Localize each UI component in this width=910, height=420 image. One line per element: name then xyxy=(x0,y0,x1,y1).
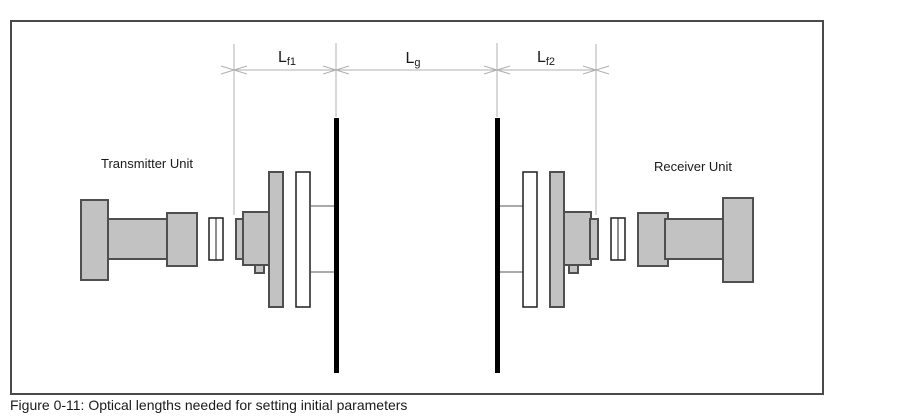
dimension-arrow-marks xyxy=(220,65,610,75)
transmitter-mount-block xyxy=(242,211,270,266)
receiver-gray-plate xyxy=(549,171,565,308)
transmitter-end-cap xyxy=(80,199,109,281)
dim-label-lf1: Lf1 xyxy=(278,49,296,68)
transmitter-gray-plate xyxy=(268,171,284,308)
transmitter-mount-nub xyxy=(254,264,265,274)
transmitter-unit-label: Transmitter Unit xyxy=(101,156,193,171)
dim-label-lg: Lg xyxy=(405,50,420,69)
transmitter-front-block xyxy=(166,212,198,267)
receiver-mount-step xyxy=(589,218,599,260)
receiver-mount-nub xyxy=(568,264,579,274)
arrow-mark xyxy=(220,65,248,75)
figure-caption: Figure 0-11: Optical lengths needed for … xyxy=(10,397,407,413)
receiver-unit: Receiver Unit xyxy=(500,159,754,308)
transmitter-white-plate xyxy=(295,171,311,308)
dim-label-main: L xyxy=(405,50,414,67)
receiver-mount-block xyxy=(563,211,592,266)
diagram-frame xyxy=(10,20,824,395)
receiver-front-block xyxy=(637,212,669,267)
arrow-mark xyxy=(582,65,610,75)
transmitter-barrel xyxy=(107,218,169,260)
arrow-mark xyxy=(322,65,350,75)
dimension-annotations: Lf1 Lg Lf2 xyxy=(220,43,610,215)
receiver-end-cap xyxy=(722,197,754,283)
dim-label-sub: g xyxy=(414,57,420,69)
dim-label-main: L xyxy=(537,49,546,66)
arrow-mark xyxy=(483,65,511,75)
receiver-barrel xyxy=(664,218,724,260)
dim-label-lf2: Lf2 xyxy=(537,49,555,68)
left-screen xyxy=(334,118,339,373)
receiver-white-plate xyxy=(522,171,538,308)
receiver-unit-label: Receiver Unit xyxy=(654,159,732,174)
dim-label-sub: f2 xyxy=(546,56,555,68)
dim-label-main: L xyxy=(278,49,287,66)
right-screen xyxy=(495,118,500,373)
transmitter-unit: Transmitter Unit xyxy=(80,156,334,308)
dim-label-sub: f1 xyxy=(287,56,296,68)
